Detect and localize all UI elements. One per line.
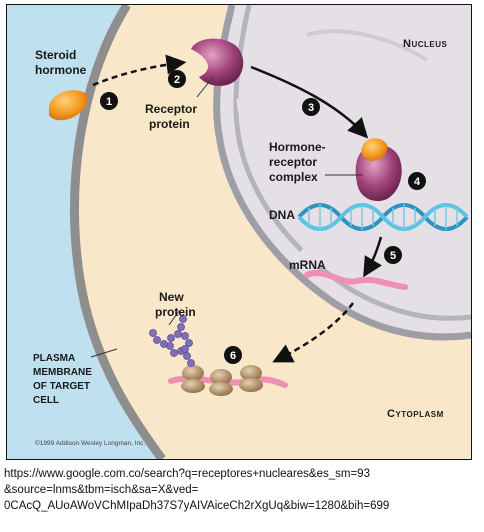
step-badge-2: 2 <box>168 70 186 88</box>
arrow-mrna-to-ribosome <box>272 302 355 363</box>
receptor-protein-molecule <box>191 38 244 86</box>
label-new-protein: New protein <box>155 290 196 319</box>
step-badge-3: 3 <box>302 98 320 116</box>
step-number-2: 2 <box>174 74 180 86</box>
step-badge-4: 4 <box>408 172 426 190</box>
membrane-pointer-line <box>90 348 118 358</box>
label-cytoplasm: Cytoplasm <box>387 408 444 420</box>
step-badge-6: 6 <box>224 346 242 364</box>
arrow-hormone-to-receptor <box>92 54 187 87</box>
step-number-1: 1 <box>106 96 112 108</box>
new-protein-chain <box>149 315 195 367</box>
dna-helix <box>297 203 469 231</box>
label-dna: DNA <box>269 208 295 222</box>
mrna-strand <box>304 270 408 290</box>
label-mrna: mRNA <box>289 258 326 272</box>
nucleus-fold <box>306 29 429 62</box>
step-number-3: 3 <box>308 102 314 114</box>
label-hormone-receptor-complex: Hormone- receptor complex <box>269 140 329 184</box>
complex-hormone-part <box>361 138 388 161</box>
step-number-5: 5 <box>390 250 396 262</box>
copyright-note: ©1999 Addison Wesley Longman, Inc. <box>35 439 145 447</box>
receptor-pointer-line <box>196 76 214 98</box>
new-protein-pointer <box>168 310 180 326</box>
source-url-line-1: https://www.google.com.co/search?q=recep… <box>4 468 370 480</box>
step-number-6: 6 <box>230 350 236 362</box>
plasma-membrane <box>70 5 166 459</box>
arrow-receptor-to-nucleus <box>250 65 369 139</box>
steroid-hormone-molecule <box>49 90 88 121</box>
source-url: https://www.google.com.co/search?q=recep… <box>4 466 480 514</box>
label-plasma-membrane: PLASMA MEMBRANE OF TARGET CELL <box>33 353 95 406</box>
label-receptor-protein: Receptor protein <box>145 102 200 131</box>
ribosomes <box>181 365 263 396</box>
arrow-dna-to-mrna <box>363 236 383 278</box>
source-url-line-3: 0CAcQ_AUoAWoVChMIpaDh37S7yAIVAiceCh2rXgU… <box>4 500 390 512</box>
nuclear-pore-2 <box>295 246 323 274</box>
step-number-4: 4 <box>414 176 421 188</box>
steroid-hormone-action-diagram: 1 2 3 4 5 6 Steroid hormone Receptor pro… <box>6 4 472 460</box>
label-nucleus: Nucleus <box>403 38 447 50</box>
step-badge-5: 5 <box>384 246 402 264</box>
step-badge-1: 1 <box>100 92 118 110</box>
nuclear-pore-1 <box>236 95 264 113</box>
label-steroid-hormone: Steroid hormone <box>35 48 87 77</box>
source-url-line-2: &source=lnms&tbm=isch&sa=X&ved= <box>4 484 199 496</box>
